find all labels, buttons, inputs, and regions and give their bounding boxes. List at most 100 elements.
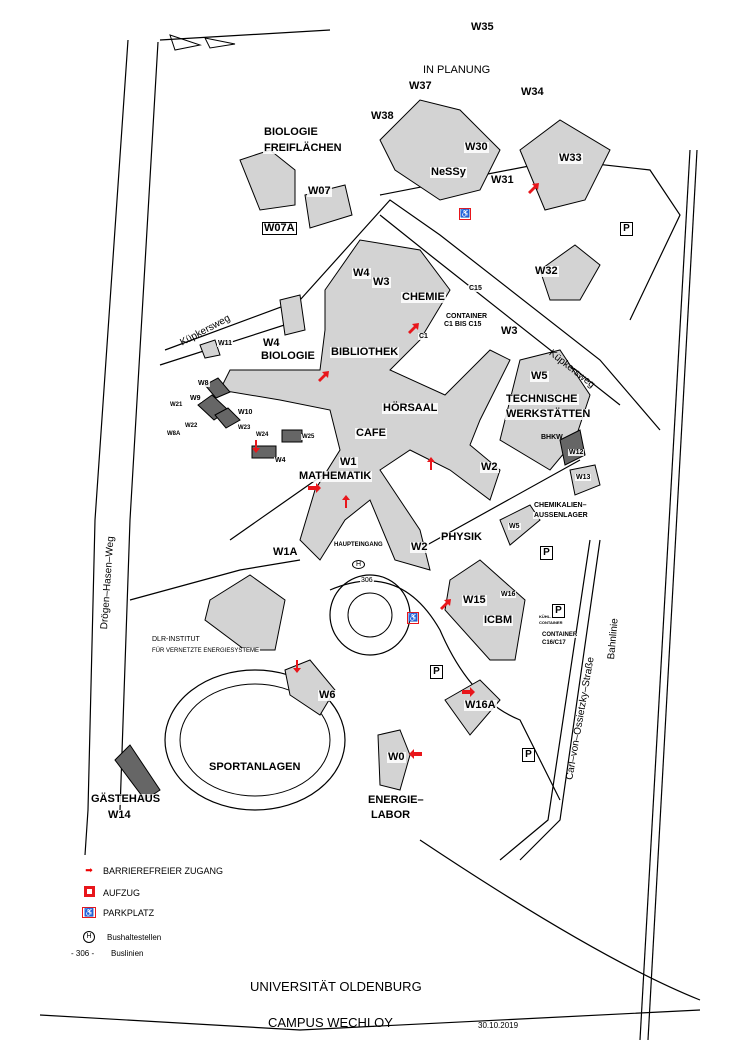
label-mathematik: MATHEMATIK (298, 470, 373, 482)
label-haupteingang: HAUPTEINGANG (333, 542, 384, 548)
label-container-c16-1: CONTAINER (541, 632, 579, 638)
label-w38: W38 (370, 110, 395, 122)
label-w15: W15 (462, 594, 487, 606)
label-w5-small: W5 (508, 523, 521, 530)
map-subtitle: CAMPUS WECHLOY (268, 1015, 393, 1030)
label-w4-small: W4 (274, 457, 287, 464)
parking-icon: P (552, 604, 565, 618)
bus-line-label: 306 (360, 577, 374, 584)
label-w30: W30 (464, 141, 489, 153)
wheelchair-icon: ♿ (82, 907, 96, 918)
label-dlr-2: FÜR VERNETZTE ENERGIESYSTEME (151, 648, 261, 654)
map-title: UNIVERSITÄT OLDENBURG (250, 979, 422, 994)
label-w2: W2 (410, 541, 429, 553)
accessible-entrance-arrows (252, 183, 539, 759)
label-w1: W1 (339, 456, 358, 468)
parking-icon: P (620, 222, 633, 236)
legend-item: AUFZUG (75, 886, 140, 899)
label-w14: W14 (107, 809, 132, 821)
label-c15: C15 (468, 285, 483, 292)
label-cafe: CAFE (355, 427, 387, 439)
bus-stop-icon: H (352, 560, 365, 569)
bus-stop-icon: H (75, 931, 103, 943)
dark-buildings (114, 377, 586, 801)
label-w25: W25 (301, 434, 316, 440)
label-bhkw: BHKW (541, 434, 563, 441)
label-kuehl-container: CONTAINER (538, 620, 564, 625)
label-icbm: ICBM (483, 614, 514, 626)
label-w34: W34 (520, 86, 545, 98)
north-arrow-icon (169, 34, 236, 51)
label-w6: W6 (318, 689, 337, 701)
label-w33: W33 (558, 152, 583, 164)
label-container-2: C1 BIS C15 (443, 321, 483, 328)
label-chemie: CHEMIE (401, 291, 446, 303)
legend-item: ♿PARKPLATZ (75, 907, 154, 918)
label-nessy: NeSSy (430, 166, 467, 178)
label-w31: W31 (490, 174, 515, 186)
label-aussenlager: AUSSENLAGER (533, 512, 589, 519)
wheelchair-parking-icon: ♿ (459, 208, 471, 220)
label-biologie: BIOLOGIE (260, 350, 316, 362)
parking-icon: P (430, 665, 443, 679)
map-date: 30.10.2019 (478, 1021, 519, 1030)
label-w13: W13 (575, 474, 592, 481)
label-w07: W07 (307, 185, 332, 197)
parking-icon: P (522, 748, 535, 762)
label-kuehl: KÜHL- (538, 614, 553, 619)
label-w07a: W07A (262, 222, 297, 235)
label-chemikalien: CHEMIKALIEN– (533, 502, 588, 509)
label-container-1: CONTAINER (445, 313, 489, 320)
label-energie: ENERGIE– (367, 794, 425, 806)
label-w16: W16 (500, 591, 517, 598)
elevator-icon (75, 886, 103, 899)
label-w10: W10 (237, 409, 254, 416)
label-technische: TECHNISCHE (505, 393, 579, 405)
label-w12: W12 (568, 449, 585, 456)
label-sportanlagen: SPORTANLAGEN (209, 761, 301, 773)
label-biologie-freiflaechen-1: BIOLOGIE (263, 126, 319, 138)
label-werkstaetten: WERKSTÄTTEN (505, 408, 592, 420)
label-in-planung: IN PLANUNG (422, 64, 492, 76)
label-c1: C1 (418, 333, 429, 340)
label-w1a: W1A (272, 546, 299, 558)
legend-item: ➡BARRIEREFREIER ZUGANG (75, 865, 223, 876)
label-biologie-freiflaechen-2: FREIFLÄCHEN (263, 142, 343, 154)
label-w16a: W16A (464, 699, 497, 711)
legend-item: - 306 -Buslinien (71, 949, 144, 958)
roundabout (329, 574, 411, 656)
label-w37: W37 (408, 80, 433, 92)
wheelchair-parking-icon: ♿ (407, 612, 419, 624)
parking-icon: P (540, 546, 553, 560)
label-w5: W5 (530, 370, 549, 382)
label-w11: W11 (217, 340, 234, 347)
label-w24: W24 (255, 432, 270, 438)
label-w21: W21 (169, 402, 184, 408)
label-w4-biologie: W4 (262, 337, 281, 349)
label-w8a: W8A (166, 431, 182, 437)
label-gaestehaus: GÄSTEHAUS (90, 793, 162, 805)
label-hoersaal: HÖRSAAL (382, 402, 439, 414)
label-w3-right: W3 (500, 325, 519, 337)
label-w9: W9 (189, 395, 202, 402)
label-labor: LABOR (370, 809, 412, 821)
sports-track (164, 669, 346, 811)
arrow-right-icon: ➡ (85, 865, 93, 875)
label-w3-top: W3 (372, 276, 391, 288)
bus-line-icon: - 306 - (71, 949, 95, 958)
label-w32: W32 (534, 265, 559, 277)
label-w2-right: W2 (480, 461, 499, 473)
label-w23: W23 (237, 425, 252, 431)
label-w0: W0 (387, 751, 406, 763)
label-container-c16-2: C16/C17 (541, 640, 567, 646)
label-dlr-1: DLR-INSTITUT (151, 636, 201, 643)
label-w22: W22 (184, 423, 199, 429)
label-bibliothek: BIBLIOTHEK (330, 346, 400, 358)
buildings (199, 99, 611, 791)
label-w8: W8 (197, 380, 210, 387)
label-w35: W35 (470, 21, 495, 33)
label-w4-top: W4 (352, 267, 371, 279)
